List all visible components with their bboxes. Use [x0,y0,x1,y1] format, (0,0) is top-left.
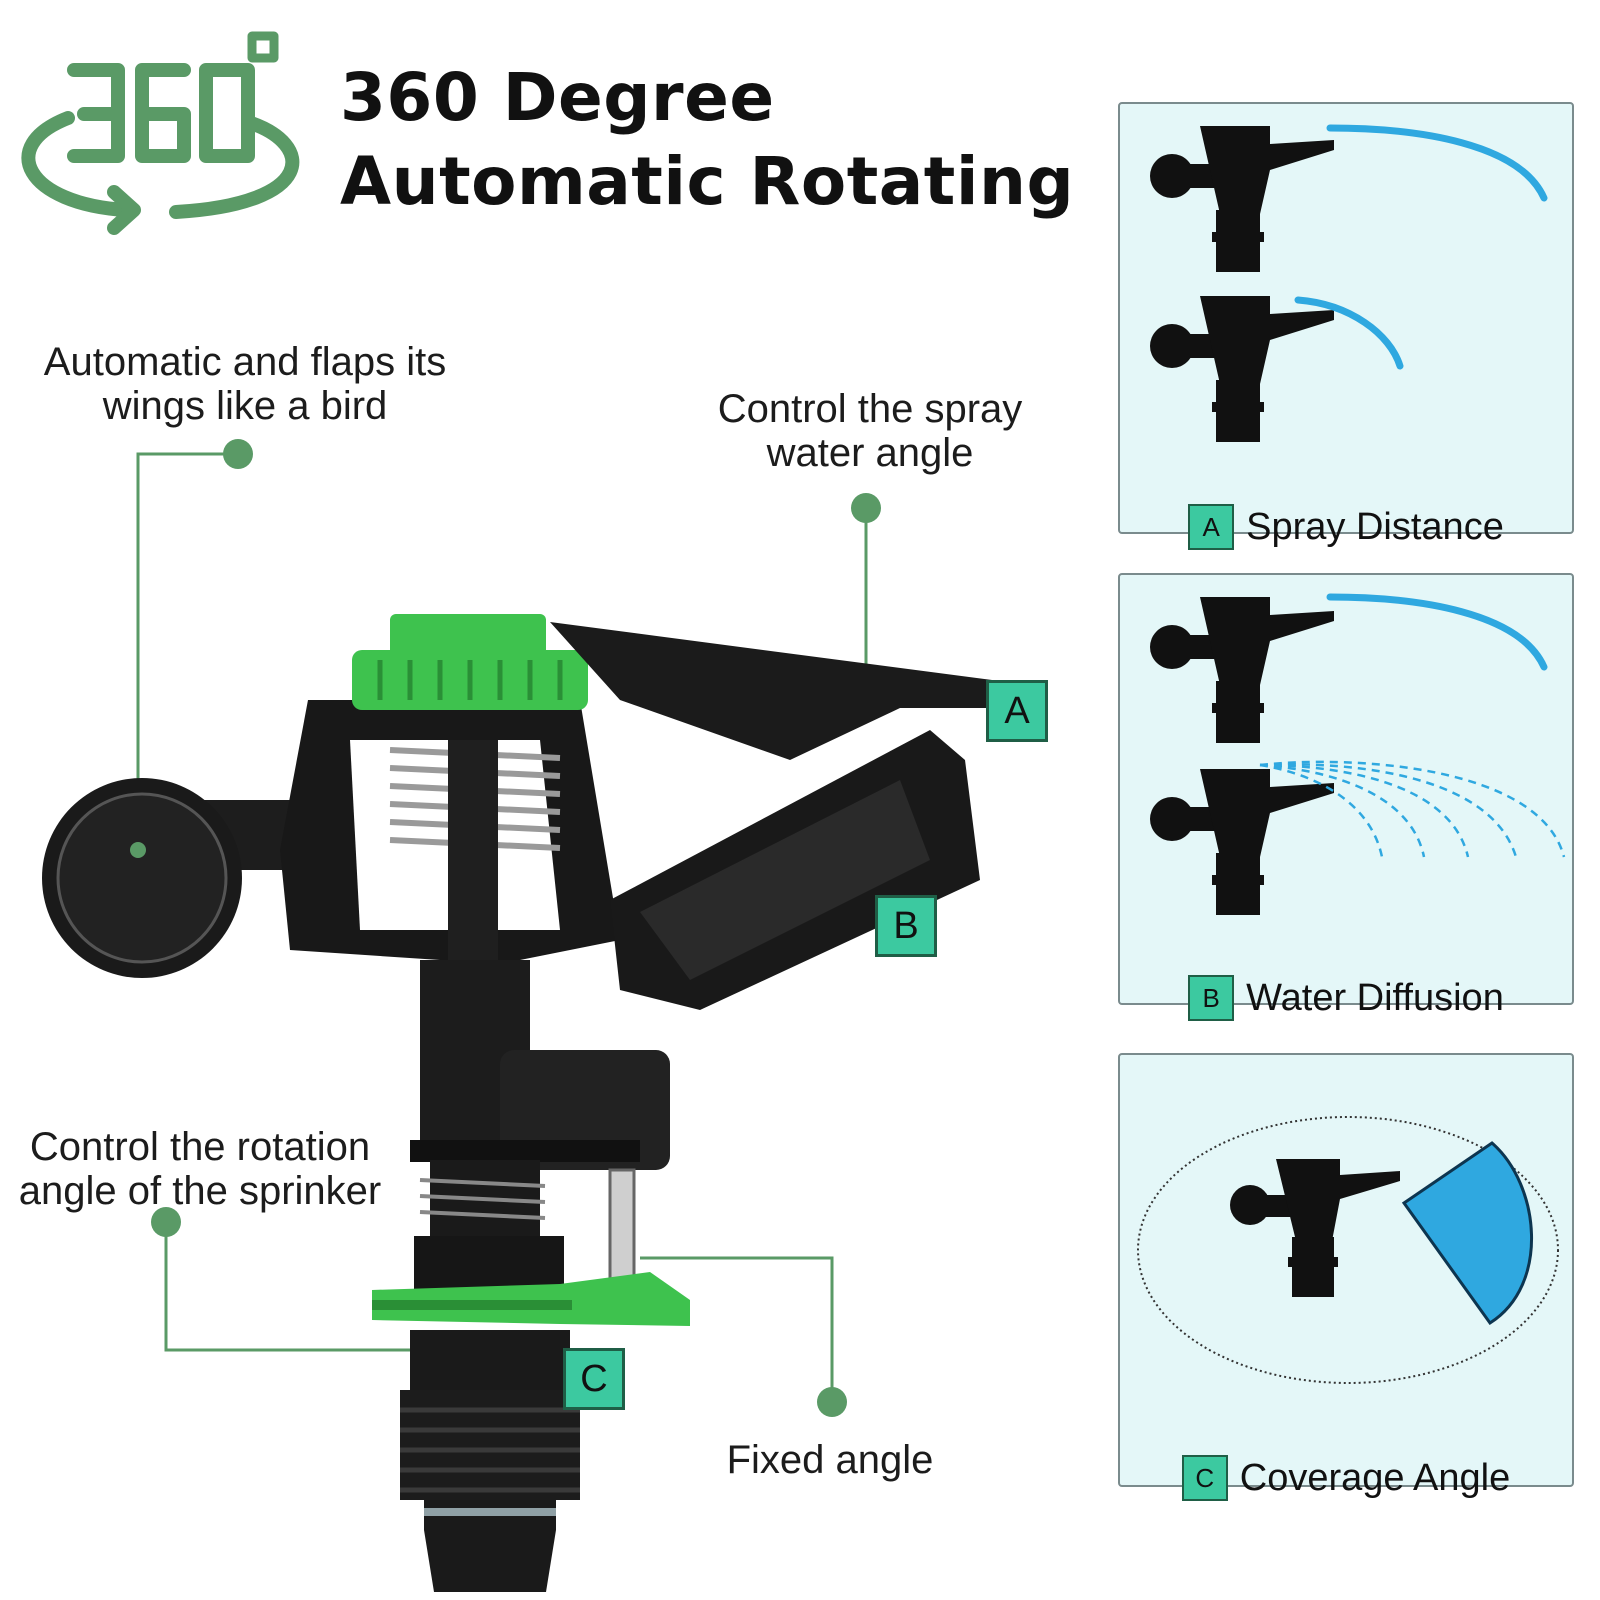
callout-spray-line-1: Control the spray [717,387,1023,431]
sprinkler-silhouette-icon [1230,1159,1400,1297]
callout-fixed-line-1: Fixed angle [726,1438,934,1482]
panel-c-label: Coverage Angle [1239,1457,1511,1499]
callout-fixed-angle: Fixed angle [700,1438,960,1482]
tag-a: A [986,680,1048,742]
title-line-2: Automatic Rotating [340,143,1075,220]
leader-dot-icon [151,1207,181,1237]
callout-rotation-line-2: angle of the sprinker [18,1169,382,1213]
panel-b-caption: B Water Diffusion [1120,975,1572,1021]
sprinkler-product-image [42,439,992,1592]
sprinkler-silhouette-icon [1150,769,1334,915]
rotation-360-icon [21,31,300,235]
coverage-angle-illustration [1137,1116,1559,1384]
title-line-1: 360 Degree [340,59,775,136]
callout-wings: Automatic and flaps its wings like a bir… [10,340,480,428]
leader-dot-icon [223,439,253,469]
panel-spray-distance: A Spray Distance [1118,102,1574,550]
callout-spray-angle: Control the spray water angle [690,387,1050,475]
callout-wings-line-2: wings like a bird [102,384,388,428]
leader-dot-icon [851,493,881,523]
panel-b-tag: B [1188,975,1235,1021]
callout-rotation-line-1: Control the rotation [29,1125,371,1169]
callout-spray-line-2: water angle [766,431,974,475]
leader-dot-icon [817,1387,847,1417]
panel-a-caption: A Spray Distance [1120,504,1572,550]
callout-wings-line-1: Automatic and flaps its [43,340,447,384]
panel-c-caption: C Coverage Angle [1120,1455,1572,1501]
page-title: 360 Degree Automatic Rotating [340,56,1075,224]
panel-coverage-angle: C Coverage Angle [1118,1053,1574,1501]
callout-rotation-angle: Control the rotation angle of the sprink… [10,1125,390,1213]
sprinkler-silhouette-icon [1150,597,1334,743]
water-diffusion-illustration [1150,593,1566,915]
tag-c: C [563,1348,625,1410]
panel-a-label: Spray Distance [1246,506,1504,548]
sprinkler-silhouette-icon [1150,126,1334,272]
panel-a-tag: A [1188,504,1235,550]
panel-c-tag: C [1181,1455,1228,1501]
spray-distance-illustration [1150,124,1548,442]
tag-b: B [875,895,937,957]
panel-b-label: Water Diffusion [1246,977,1504,1019]
sprinkler-silhouette-icon [1150,296,1334,442]
panel-water-diffusion: B Water Diffusion [1118,573,1574,1021]
